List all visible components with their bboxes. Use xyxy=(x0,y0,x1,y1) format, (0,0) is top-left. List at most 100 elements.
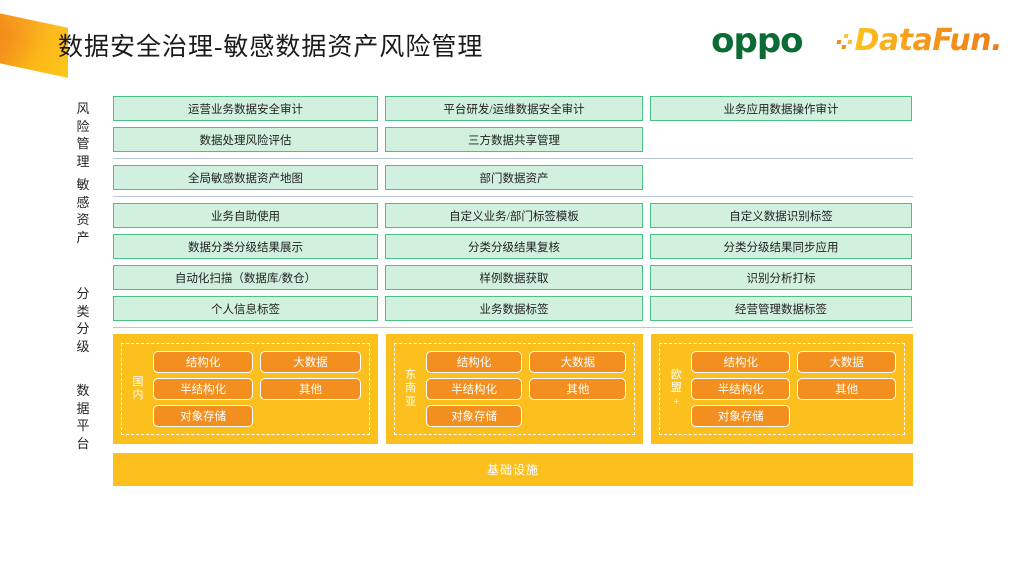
platform-tile[interactable]: 结构化 xyxy=(153,351,254,373)
risk-management-item[interactable]: 三方数据共享管理 xyxy=(385,127,643,152)
classification-grading-item[interactable]: 识别分析打标 xyxy=(650,265,912,290)
platform-region-label-char: 欧 xyxy=(670,368,682,381)
rail-label-char: 分 xyxy=(76,286,90,301)
platform-region-inner: 欧盟+ 结构化大数据半结构化其他对象存储 xyxy=(659,343,905,435)
rail-label-char: 理 xyxy=(76,153,90,169)
platform-region-label-char: 盟 xyxy=(670,382,682,395)
classification-grading-row: 数据分类分级结果展示分类分级结果复核分类分级结果同步应用 xyxy=(113,234,913,259)
rail-label-data-platform: 数据平台 xyxy=(70,382,96,452)
section-classification-grading: 业务自助使用自定义业务/部门标签模板自定义数据识别标签数据分类分级结果展示分类分… xyxy=(113,203,913,321)
rail-label-classification-grading: 分类分级 xyxy=(70,285,96,355)
page-header: 数据安全治理-敏感数据资产风险管理 oppo DataFun. xyxy=(0,0,1024,86)
platform-region-inner: 国内结构化大数据半结构化其他对象存储 xyxy=(121,343,370,435)
spacer xyxy=(797,405,896,427)
sensitive-assets-item[interactable]: 全局敏感数据资产地图 xyxy=(113,165,378,190)
platform-region-label-char: 亚 xyxy=(405,395,417,408)
classification-grading-item[interactable]: 经营管理数据标签 xyxy=(650,296,912,321)
risk-management-item[interactable]: 平台研发/运维数据安全审计 xyxy=(385,96,643,121)
classification-grading-item[interactable]: 分类分级结果同步应用 xyxy=(650,234,912,259)
section-divider-1 xyxy=(113,158,913,159)
platform-tile[interactable]: 对象存储 xyxy=(425,405,523,427)
platform-tile-grid: 结构化大数据半结构化其他对象存储 xyxy=(153,351,361,427)
platform-tile[interactable]: 其他 xyxy=(260,378,361,400)
platform-region-group: 欧盟+ 结构化大数据半结构化其他对象存储 xyxy=(651,334,913,444)
rail-label-char: 感 xyxy=(76,194,90,210)
platform-region-inner: 东南亚结构化大数据半结构化其他对象存储 xyxy=(393,343,636,435)
platform-tile[interactable]: 对象存储 xyxy=(691,405,791,427)
platform-region-group: 国内结构化大数据半结构化其他对象存储 xyxy=(113,334,378,444)
classification-grading-row: 个人信息标签业务数据标签经营管理数据标签 xyxy=(113,296,913,321)
rail-label-char: 敏 xyxy=(76,177,90,192)
classification-grading-item[interactable]: 数据分类分级结果展示 xyxy=(113,234,378,259)
rail-label-char: 险 xyxy=(76,118,90,134)
sensitive-assets-row: 全局敏感数据资产地图部门数据资产 xyxy=(113,165,913,190)
section-sensitive-assets: 全局敏感数据资产地图部门数据资产 xyxy=(113,165,913,190)
platform-tile[interactable]: 大数据 xyxy=(529,351,627,373)
classification-grading-item[interactable]: 自动化扫描（数据库/数仓） xyxy=(113,265,378,290)
platform-tile[interactable]: 结构化 xyxy=(691,351,791,373)
rail-label-char: 平 xyxy=(76,418,90,434)
infrastructure-bar: 基础设施 xyxy=(113,453,913,486)
platform-region-label-char: 国 xyxy=(132,375,144,388)
risk-management-row: 数据处理风险评估三方数据共享管理 xyxy=(113,127,913,152)
logo-group: oppo DataFun. xyxy=(711,24,1002,58)
platform-tile-grid: 结构化大数据半结构化其他对象存储 xyxy=(425,351,627,427)
platform-region-label-char: 南 xyxy=(405,382,417,395)
oppo-logo: oppo xyxy=(711,21,803,61)
risk-management-item[interactable]: 业务应用数据操作审计 xyxy=(650,96,912,121)
architecture-board: 运营业务数据安全审计平台研发/运维数据安全审计业务应用数据操作审计数据处理风险评… xyxy=(113,96,913,486)
platform-tile[interactable]: 其他 xyxy=(529,378,627,400)
risk-management-row: 运营业务数据安全审计平台研发/运维数据安全审计业务应用数据操作审计 xyxy=(113,96,913,121)
classification-grading-item[interactable]: 个人信息标签 xyxy=(113,296,378,321)
platform-tile[interactable]: 大数据 xyxy=(797,351,896,373)
rail-label-char: 据 xyxy=(76,400,90,416)
platform-region-label: 欧盟+ xyxy=(668,369,684,409)
classification-grading-item[interactable]: 业务数据标签 xyxy=(385,296,643,321)
section-risk-management: 运营业务数据安全审计平台研发/运维数据安全审计业务应用数据操作审计数据处理风险评… xyxy=(113,96,913,152)
spacer xyxy=(650,165,912,190)
platform-tile[interactable]: 半结构化 xyxy=(153,378,254,400)
platform-tile-grid: 结构化大数据半结构化其他对象存储 xyxy=(691,351,896,427)
platform-region-label-char: + xyxy=(673,395,680,408)
rail-label-char: 台 xyxy=(76,435,90,451)
rail-label-char: 产 xyxy=(76,229,90,245)
classification-grading-item[interactable]: 自定义业务/部门标签模板 xyxy=(385,203,643,228)
platform-tile[interactable]: 对象存储 xyxy=(153,405,254,427)
rail-label-char: 分 xyxy=(76,321,90,337)
rail-label-char: 风 xyxy=(76,101,90,116)
platform-tile[interactable]: 半结构化 xyxy=(691,378,791,400)
classification-grading-item[interactable]: 分类分级结果复核 xyxy=(385,234,643,259)
risk-management-item[interactable]: 数据处理风险评估 xyxy=(113,127,378,152)
classification-grading-item[interactable]: 自定义数据识别标签 xyxy=(650,203,912,228)
risk-management-item[interactable]: 运营业务数据安全审计 xyxy=(113,96,378,121)
rail-label-char: 数 xyxy=(76,383,90,398)
classification-grading-item[interactable]: 样例数据获取 xyxy=(385,265,643,290)
rail-label-sensitive-assets: 敏感资产 xyxy=(70,176,96,246)
rail-label-char: 资 xyxy=(76,212,90,228)
spacer xyxy=(260,405,360,427)
sensitive-assets-item[interactable]: 部门数据资产 xyxy=(385,165,643,190)
page-title: 数据安全治理-敏感数据资产风险管理 xyxy=(58,34,484,61)
platform-region-group: 东南亚结构化大数据半结构化其他对象存储 xyxy=(385,334,644,444)
platform-tile[interactable]: 大数据 xyxy=(260,351,361,373)
spacer xyxy=(650,127,912,152)
rail-label-risk-management: 风险管理 xyxy=(70,100,96,170)
section-data-platform: 国内结构化大数据半结构化其他对象存储东南亚结构化大数据半结构化其他对象存储欧盟+… xyxy=(113,334,913,444)
datafun-wordmark: DataFun. xyxy=(854,23,1003,58)
platform-tile[interactable]: 其他 xyxy=(797,378,896,400)
platform-region-label: 东南亚 xyxy=(403,369,419,409)
section-divider-3 xyxy=(113,327,913,328)
rail-label-char: 级 xyxy=(76,338,90,354)
platform-tile[interactable]: 结构化 xyxy=(425,351,523,373)
platform-tile[interactable]: 半结构化 xyxy=(425,378,523,400)
datafun-logo: DataFun. xyxy=(835,23,1003,58)
platform-region-label-char: 内 xyxy=(132,389,144,401)
section-divider-2 xyxy=(113,196,913,197)
datafun-dots-icon xyxy=(835,33,853,49)
classification-grading-row: 自动化扫描（数据库/数仓） 样例数据获取识别分析打标 xyxy=(113,265,913,290)
rail-label-char: 类 xyxy=(76,303,90,319)
platform-region-label-char: 东 xyxy=(405,368,417,381)
classification-grading-item[interactable]: 业务自助使用 xyxy=(113,203,378,228)
rail-label-char: 管 xyxy=(76,136,90,152)
classification-grading-row: 业务自助使用自定义业务/部门标签模板自定义数据识别标签 xyxy=(113,203,913,228)
